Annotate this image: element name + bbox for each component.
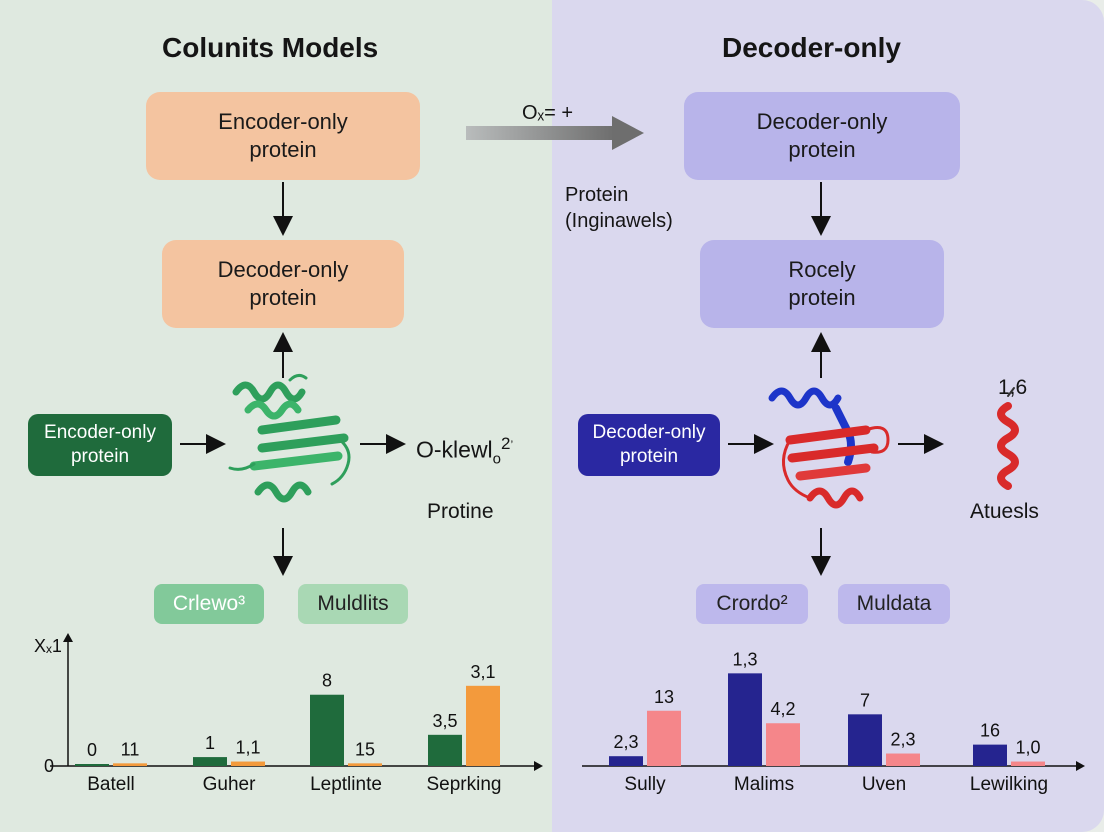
chart-1-data-label-1-0: 1,3 (732, 649, 757, 669)
protine-label: Protine (427, 500, 494, 523)
chart-1-bar-1-0 (728, 673, 762, 766)
chart-0-category-label-3: Seprking (427, 774, 502, 795)
chart-0-bar-0-0 (75, 764, 109, 766)
right-top-value-label: 1,6 (998, 376, 1028, 399)
transfer-arrow (466, 116, 644, 150)
chart-1-bar-2-0 (848, 714, 882, 766)
chart-1-data-label-0-1: 13 (654, 687, 674, 707)
chart-0-data-label-3-0: 3,5 (432, 711, 457, 731)
chart-0-category-label-0: Batell (87, 774, 135, 795)
chart-0-bar-1-0 (193, 757, 227, 766)
chart-0-bar-0-1 (113, 763, 147, 766)
left-output-label: O-klewlo2’ (416, 434, 514, 468)
left-encoder-input-box: Encoder-only protein (28, 414, 172, 476)
chart-0-data-label-2-0: 8 (322, 671, 332, 691)
chart-1-bar-0-1 (647, 710, 681, 766)
chart-0-category-label-2: Leptlinte (310, 774, 382, 795)
left-pill-crlewo: Crlewo³ (154, 584, 264, 624)
left-encoder-box: Encoder-only protein (146, 92, 420, 180)
right-title: Decoder-only (722, 32, 901, 63)
chart-0-data-label-0-1: 11 (121, 739, 140, 759)
chart-0-category-label-1: Guher (203, 774, 256, 795)
chart-0-data-label-3-1: 3,1 (470, 662, 495, 682)
chart-1-bar-3-1 (1011, 761, 1045, 766)
left-title: Colunits Models (162, 32, 379, 63)
chart-0-bar-2-0 (310, 694, 344, 766)
chart-1-category-label-1: Malims (734, 774, 794, 795)
chart-0-bar-3-1 (466, 685, 500, 766)
right-pill-muldata: Muldata (838, 584, 950, 624)
chart-1-data-label-1-1: 4,2 (770, 699, 795, 719)
left-decoder-box: Decoder-only protein (162, 240, 404, 328)
transfer-arrow-label: Oₓ= + (522, 102, 574, 124)
atuesls-label: Atuesls (970, 500, 1039, 523)
protein-note: Protein (Inginawels) (565, 184, 673, 232)
chart-1-bar-3-0 (973, 744, 1007, 766)
left-pill-muldlits: Muldlits (298, 584, 408, 624)
chart-0-y-origin-label: 0 (44, 756, 54, 776)
chart-0-x-axis-arrow (534, 761, 543, 771)
chart-1-data-label-2-0: 7 (860, 690, 870, 710)
chart-0-data-label-1-1: 1,1 (235, 738, 260, 758)
chart-0-bar-1-1 (231, 761, 265, 766)
chart-0-y-axis-arrow (63, 633, 73, 642)
chart-1-data-label-3-1: 1,0 (1015, 738, 1040, 758)
chart-0-ylabel: Xₓ1 (34, 636, 62, 656)
right-decoder-box: Decoder-only protein (684, 92, 960, 180)
chart-1-bar-2-1 (886, 753, 920, 766)
chart-1-category-label-3: Lewilking (970, 774, 1048, 795)
chart-1-data-label-2-1: 2,3 (890, 730, 915, 750)
green-protein-icon (228, 373, 351, 503)
right-rocely-box: Rocely protein (700, 240, 944, 328)
chart-1-data-label-3-0: 16 (980, 721, 1000, 741)
chart-0-bar-2-1 (348, 763, 382, 766)
chart-0-data-label-0-0: 0 (87, 740, 97, 760)
chart-0-bar-3-0 (428, 734, 462, 766)
right-decoder-input-box: Decoder-only protein (578, 414, 720, 476)
red-helix-icon (997, 387, 1019, 490)
chart-0-data-label-1-0: 1 (205, 733, 215, 753)
chart-1-category-label-2: Uven (862, 774, 906, 795)
chart-1-bar-1-1 (766, 723, 800, 766)
chart-1-x-axis-arrow (1076, 761, 1085, 771)
chart-1-category-label-0: Sully (624, 774, 666, 795)
chart-1-data-label-0-0: 2,3 (613, 732, 638, 752)
right-pill-crordo: Crordo² (696, 584, 808, 624)
blue-red-protein-icon (768, 387, 890, 509)
chart-0-data-label-2-1: 15 (355, 739, 375, 759)
chart-1-bar-0-0 (609, 756, 643, 766)
